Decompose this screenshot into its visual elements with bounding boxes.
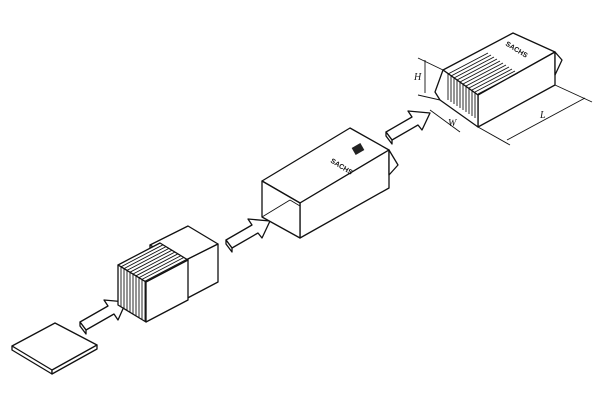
plate-edge-line	[453, 56, 495, 79]
plate-edge-line	[120, 244, 164, 268]
plate-edge-line	[450, 54, 492, 77]
plate-edge-line	[474, 70, 516, 93]
plate-edge-line	[132, 251, 176, 275]
plate-edge-line	[471, 68, 513, 91]
arrow-icon	[79, 299, 127, 335]
stacked-plates	[117, 225, 219, 323]
plate-edge-line	[129, 249, 173, 273]
plate-edge-line	[459, 60, 501, 83]
plate-edge-line	[138, 255, 182, 278]
dimension-lines: H W L	[413, 57, 593, 146]
plate-edge-line	[468, 66, 510, 89]
plate-edge-line	[462, 62, 504, 85]
plate-edge-line	[126, 248, 170, 271]
plate-edge-line	[477, 72, 519, 95]
logo-mark-icon	[351, 143, 365, 155]
flat-sheet	[11, 322, 98, 375]
plate-edge-line	[447, 52, 489, 75]
plate-edge-line	[456, 58, 498, 81]
arrow-icon	[225, 218, 271, 253]
height-label: H	[413, 72, 422, 83]
plate-edge-line	[135, 253, 179, 277]
plate-edge-line	[144, 258, 188, 282]
plate-edge-line	[465, 64, 507, 87]
open-sleeve-box: SACHS	[261, 127, 399, 239]
length-label: L	[539, 110, 546, 121]
plate-edge-line	[123, 246, 167, 269]
width-label: W	[448, 118, 458, 129]
plate-edge-line	[141, 257, 185, 280]
arrow-icon	[385, 110, 431, 145]
